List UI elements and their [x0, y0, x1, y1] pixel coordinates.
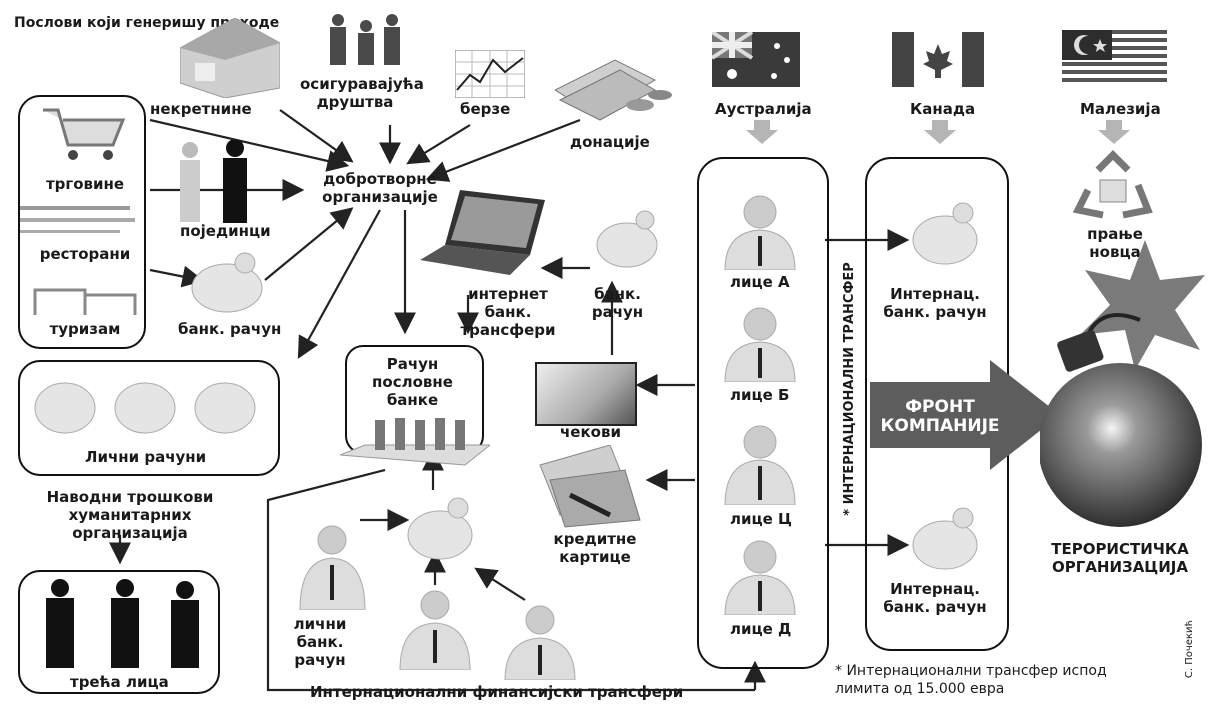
third-parties-label: трећа лица — [70, 673, 169, 691]
front-companies-arrow — [870, 360, 1060, 470]
spark-star-icon — [1080, 240, 1205, 370]
money-coins-icon — [555, 59, 672, 121]
piggy-bank-icon — [191, 252, 263, 313]
recycle-icon — [1072, 150, 1153, 219]
malaysia-flag-icon — [1062, 30, 1167, 88]
third-parties-icon — [46, 579, 199, 668]
people-group-icon — [330, 14, 400, 65]
person-c: лице Ц — [730, 510, 792, 528]
credit-cards-icon — [539, 445, 641, 528]
terrorist-org-label: ТЕРОРИСТИЧКА ОРГАНИЗАЦИЈА — [1051, 540, 1189, 576]
intl-financial-transfers-label: Интернационални финансијски трансфери — [310, 683, 684, 701]
person-d-icon — [724, 540, 796, 615]
donor-individuals: појединци — [180, 222, 271, 240]
intl-piggy-bank-top-icon — [912, 202, 978, 265]
costs-label: Наводни трошкови хуманитарних организаци… — [46, 488, 214, 542]
australia-flag-icon — [712, 32, 800, 87]
personal-bank-account-label: лични банк. рачун — [293, 615, 347, 669]
center-piggy-bank-icon — [407, 497, 473, 560]
source-restaurants: ресторани — [39, 245, 131, 263]
checks-image-icon — [535, 362, 637, 426]
intl-piggy-bank-bottom-icon — [912, 507, 978, 570]
cutlery-icon — [20, 206, 135, 233]
stock-chart-icon — [455, 50, 525, 98]
footnote: * Интернационални трансфер испод лимита … — [835, 663, 1107, 697]
laptop-icon — [420, 190, 545, 275]
person-icon-2 — [399, 590, 471, 670]
person-d: лице Д — [730, 620, 792, 638]
country-malaysia: Малезија — [1080, 100, 1161, 118]
donor-stock: берзе — [460, 100, 511, 118]
third-parties-box — [18, 570, 220, 694]
person-a-icon — [724, 195, 796, 270]
front-companies-label: ФРОНТ КОМПАНИЈЕ — [880, 397, 1000, 436]
mid-piggy-bank-icon — [596, 210, 658, 268]
donor-bank-account: банк. рачун — [178, 320, 282, 338]
business-account-label: Рачун пословне банке — [372, 355, 453, 409]
bomb-icon — [1040, 240, 1205, 527]
donor-real-estate: некретнине — [150, 100, 252, 118]
piggy-banks-icon — [34, 382, 256, 434]
country-australia: Аустралија — [715, 100, 812, 118]
intl-bank-account-top: Интернац. банк. рачун — [883, 285, 987, 321]
money-laundering-label: прање новца — [1087, 225, 1143, 261]
person-b-icon — [724, 307, 796, 382]
shopping-cart-icon — [43, 108, 126, 160]
intl-transfer-vertical: * ИНТЕРНАЦИОНАЛНИ ТРАНСФЕР — [842, 262, 857, 516]
checks-label: чекови — [560, 423, 621, 441]
bank-building-icon — [340, 418, 490, 466]
intl-bank-account-bottom: Интернац. банк. рачун — [883, 580, 987, 616]
person-a: лице А — [730, 273, 790, 291]
charity-label: добротворне организације — [322, 170, 438, 206]
person-b: лице Б — [730, 386, 790, 404]
source-trade: трговине — [45, 175, 125, 193]
internet-transfers-label: интернет банк. трансфери — [460, 285, 556, 339]
sources-box — [18, 95, 146, 349]
personal-accounts-label: Лични рачуни — [85, 448, 207, 466]
canada-flag-icon — [892, 32, 984, 87]
country-canada: Канада — [910, 100, 976, 118]
personal-accounts-box — [18, 360, 280, 476]
persons-box — [697, 157, 829, 669]
house-icon — [180, 18, 280, 98]
donor-donations: донације — [570, 133, 650, 151]
mid-bank-account-label: банк. рачун — [591, 285, 644, 321]
signature: С. Почекић — [1184, 619, 1195, 679]
person-icon-3 — [504, 605, 576, 680]
beds-icon — [33, 288, 137, 315]
donor-insurance: осигуравајућа друштва — [300, 75, 424, 111]
credit-cards-label: кредитне картице — [553, 530, 637, 566]
individuals-icon — [180, 140, 247, 223]
person-icon — [299, 525, 366, 610]
source-tourism: туризам — [49, 320, 121, 338]
sources-title: Послови који генеришу приходе — [14, 15, 280, 31]
person-c-icon — [724, 425, 796, 505]
